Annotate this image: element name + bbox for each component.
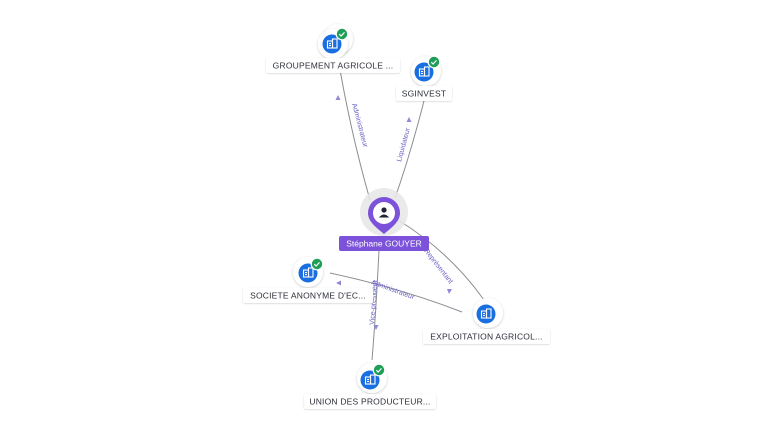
company-label-bg xyxy=(243,288,373,303)
building-icon xyxy=(418,66,430,77)
person-node[interactable]: Stéphane GOUYER xyxy=(339,188,429,251)
building-icon xyxy=(364,374,376,385)
verified-check-icon xyxy=(427,55,441,69)
company-label-bg xyxy=(396,86,452,101)
verified-check-icon xyxy=(310,257,324,271)
edge-label-sginvest: Liquidateur xyxy=(396,127,412,163)
arrow-union xyxy=(373,325,379,330)
edge-label-exploitation: Représentant xyxy=(422,248,453,285)
person-label-bg xyxy=(339,236,429,251)
company-label-societe: SOCIETE ANONYME D'EC... xyxy=(250,291,366,301)
company-label-bg xyxy=(304,394,436,409)
person-name: Stéphane GOUYER xyxy=(346,239,422,249)
building-icon xyxy=(480,308,492,319)
arrow-societe xyxy=(336,280,341,286)
edge-societe xyxy=(329,272,463,313)
arrow-exploitation xyxy=(447,289,452,294)
company-node-exploitation[interactable]: EXPLOITATION AGRICOL... xyxy=(423,298,550,344)
building-icon xyxy=(302,267,314,278)
building-icon xyxy=(326,38,338,49)
company-label-bg xyxy=(266,58,400,73)
company-node-sginvest[interactable]: SGINVEST xyxy=(396,55,452,101)
company-node-union[interactable]: UNION DES PRODUCTEUR... xyxy=(304,363,436,409)
edge-label-union: Vice-président xyxy=(369,280,379,325)
edge-exploitation xyxy=(397,219,485,301)
edge-union xyxy=(371,249,380,361)
company-label-groupement: GROUPEMENT AGRICOLE ... xyxy=(273,61,394,71)
verified-check-icon xyxy=(335,27,349,41)
edge-sginvest xyxy=(394,84,429,199)
company-label-sginvest: SGINVEST xyxy=(402,89,447,99)
edge-groupement xyxy=(337,57,371,201)
person-icon xyxy=(378,207,390,218)
company-label-exploitation: EXPLOITATION AGRICOL... xyxy=(430,332,542,342)
arrow-sginvest xyxy=(406,117,412,122)
arrow-groupement xyxy=(335,95,341,100)
company-node-societe[interactable]: SOCIETE ANONYME D'EC... xyxy=(243,257,373,303)
company-node-groupement[interactable]: GROUPEMENT AGRICOLE ... xyxy=(266,24,400,73)
edge-label-groupement: Administrateur xyxy=(350,103,369,149)
company-label-bg xyxy=(423,329,550,344)
verified-check-icon xyxy=(372,363,386,377)
company-label-union: UNION DES PRODUCTEUR... xyxy=(309,397,430,407)
